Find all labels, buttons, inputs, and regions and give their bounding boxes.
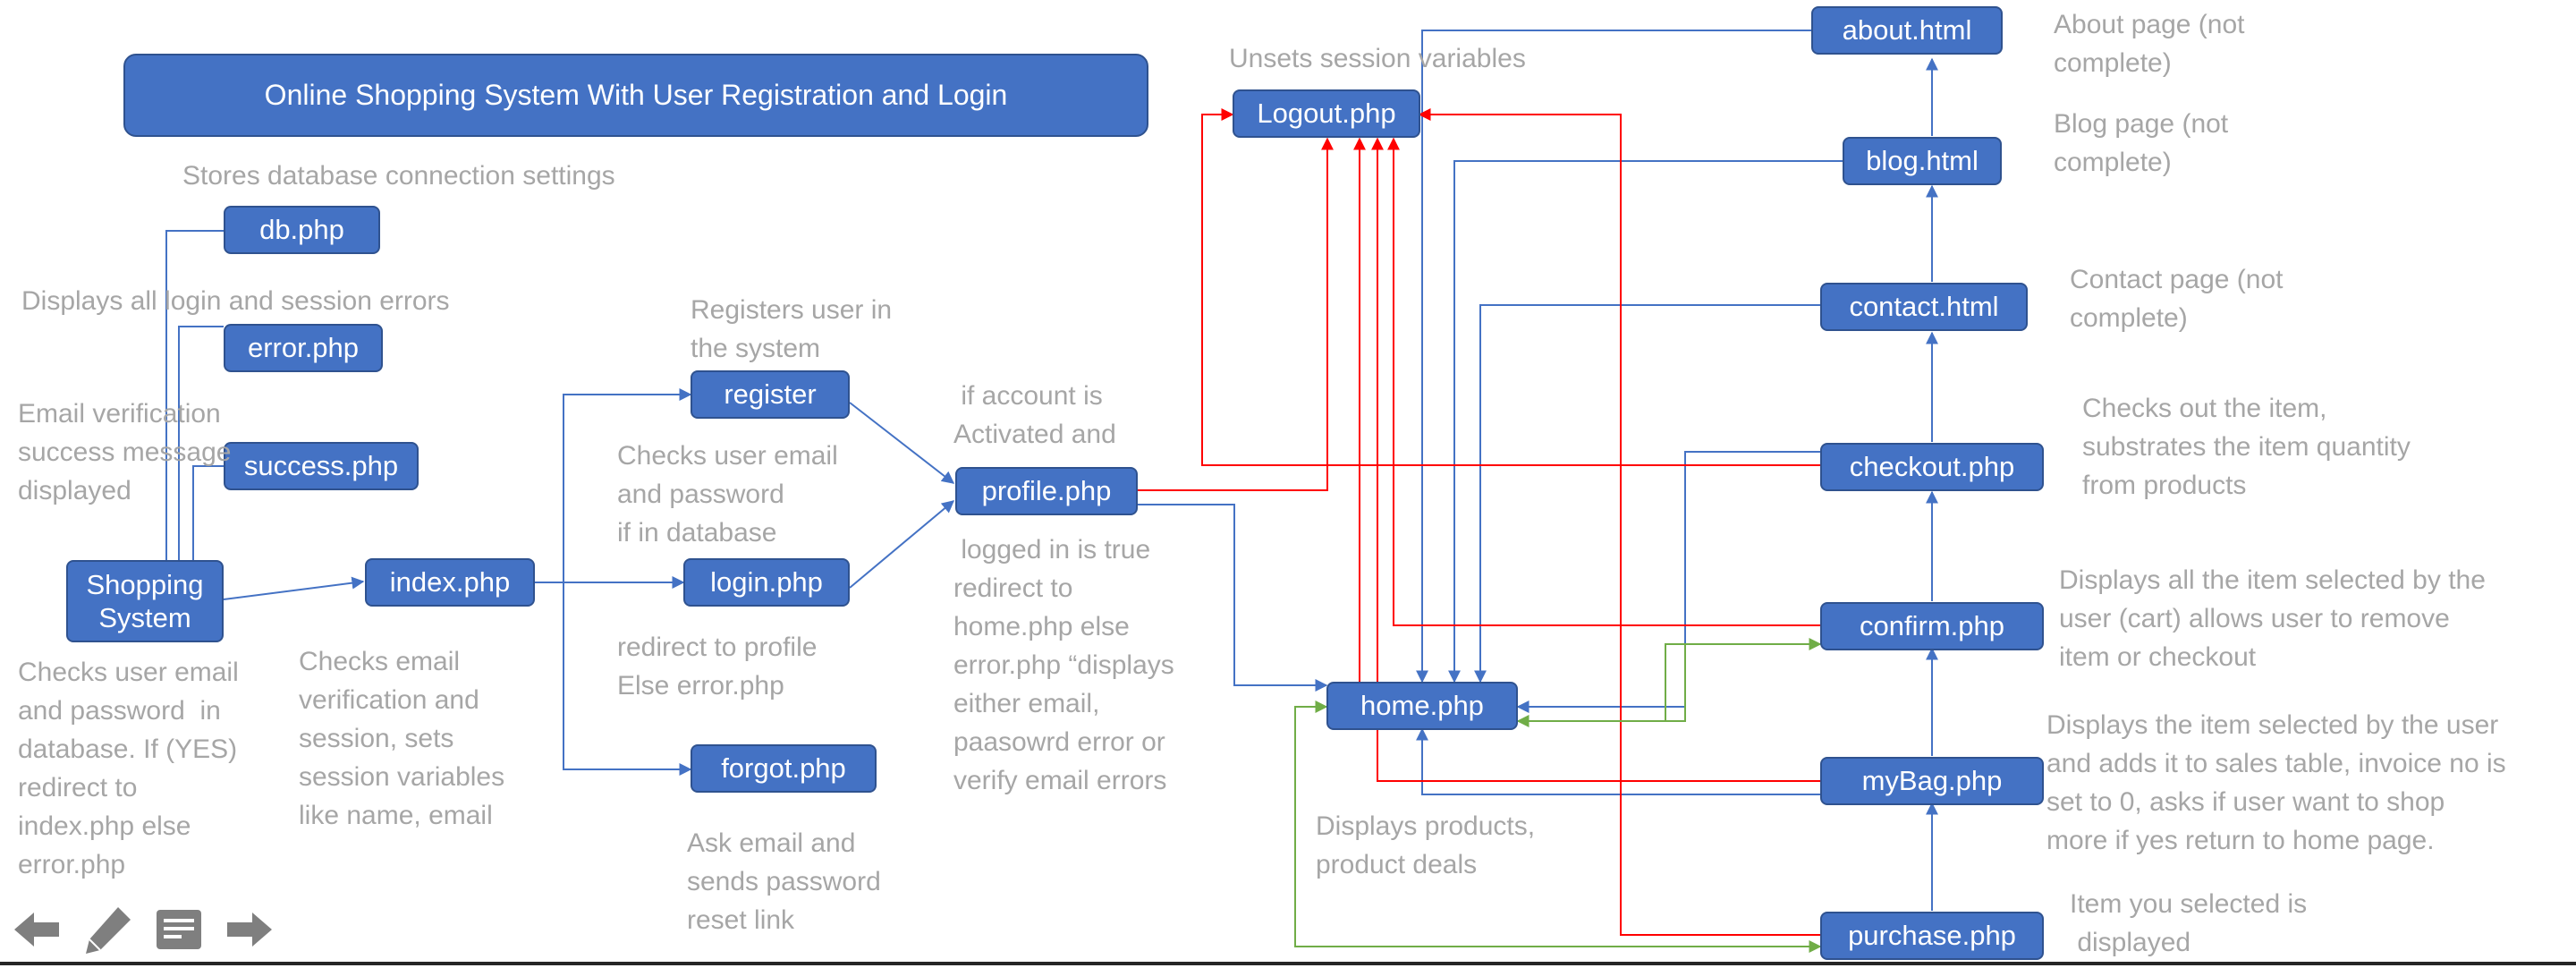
note-profile-above: if account is Activated and xyxy=(953,381,1116,449)
node-blog: blog.html xyxy=(1843,137,2002,185)
edge-mybag-logout xyxy=(1371,137,1820,782)
note-shopping-system: Checks user email and password in databa… xyxy=(18,658,239,879)
node-forgot: forgot.php xyxy=(691,744,877,793)
note-blog: Blog page (not complete) xyxy=(2054,109,2229,177)
edge-home-confirm xyxy=(1518,638,1822,722)
node-about: about.html xyxy=(1811,6,2003,55)
note-register: Registers user in the system xyxy=(691,295,893,363)
note-error: Displays all login and session errors xyxy=(21,286,450,316)
edge-login-profile xyxy=(849,500,955,589)
bottom-border xyxy=(0,962,2576,965)
node-error: error.php xyxy=(224,324,383,372)
node-shopping-system-line2: System xyxy=(98,602,191,633)
edge-confirm-logout xyxy=(1387,137,1820,626)
node-profile: profile.php xyxy=(955,467,1138,515)
edge-mybag-home xyxy=(1416,727,1820,795)
node-contact: contact.html xyxy=(1820,283,2028,331)
edge-index-forgot xyxy=(563,582,692,776)
arrow-right-icon[interactable] xyxy=(225,909,274,950)
note-contact: Contact page (not complete) xyxy=(2070,265,2284,333)
note-success: Email verification success message displ… xyxy=(18,399,232,505)
edge-shopping-index xyxy=(223,576,365,600)
note-login-below: redirect to profile Else error.php xyxy=(617,633,818,701)
edge-profile-logout xyxy=(1138,137,1334,491)
edge-blog-home xyxy=(1448,160,1843,684)
note-db: Stores database connection settings xyxy=(182,161,615,191)
note-about: About page (not complete) xyxy=(2054,10,2245,78)
note-login-above: Checks user email and password if in dat… xyxy=(617,441,838,548)
arrow-left-icon[interactable] xyxy=(13,909,61,950)
edge-checkout-logout xyxy=(1201,108,1820,466)
edge-profile-home xyxy=(1138,504,1328,692)
note-logout: Unsets session variables xyxy=(1229,44,1526,73)
note-home: Displays products, product deals xyxy=(1316,811,1536,879)
edge-confirm-home xyxy=(1516,644,1686,727)
notes-icon[interactable] xyxy=(156,909,202,950)
node-shopping-system: Shopping System xyxy=(66,560,224,642)
note-checkout: Checks out the item, substrates the item… xyxy=(2082,394,2411,500)
edge-register-profile xyxy=(849,402,955,484)
node-checkout: checkout.php xyxy=(1820,443,2044,491)
node-register: register xyxy=(691,370,850,419)
note-forgot: Ask email and sends password reset link xyxy=(687,828,881,935)
pen-icon[interactable] xyxy=(82,905,134,954)
note-purchase: Item you selected is displayed xyxy=(2070,889,2308,957)
diagram-title: Online Shopping System With User Registr… xyxy=(123,54,1148,137)
edge-shopping-success xyxy=(192,465,224,562)
node-db: db.php xyxy=(224,206,380,254)
node-login: login.php xyxy=(683,558,850,607)
edge-contact-home xyxy=(1474,304,1820,684)
node-logout: Logout.php xyxy=(1233,89,1420,138)
node-confirm: confirm.php xyxy=(1820,602,2044,650)
edge-index-register xyxy=(563,388,692,582)
note-confirm: Displays all the item selected by the us… xyxy=(2059,565,2486,672)
node-purchase: purchase.php xyxy=(1820,912,2044,960)
node-index: index.php xyxy=(365,558,535,607)
node-shopping-system-line1: Shopping xyxy=(86,568,204,600)
edge-shopping-db xyxy=(165,230,224,562)
node-home: home.php xyxy=(1326,682,1518,730)
edge-shopping-error xyxy=(178,326,224,562)
edge-purchase-home xyxy=(1294,701,1789,947)
note-mybag: Displays the item selected by the user a… xyxy=(2046,710,2506,855)
note-index: Checks email verification and session, s… xyxy=(299,647,505,830)
edge-checkout-home xyxy=(1516,451,1820,713)
edge-purchase-logout xyxy=(1418,108,1820,936)
note-profile-below: logged in is true redirect to home.php e… xyxy=(953,535,1174,795)
node-success: success.php xyxy=(224,442,419,490)
node-mybag: myBag.php xyxy=(1820,757,2044,805)
